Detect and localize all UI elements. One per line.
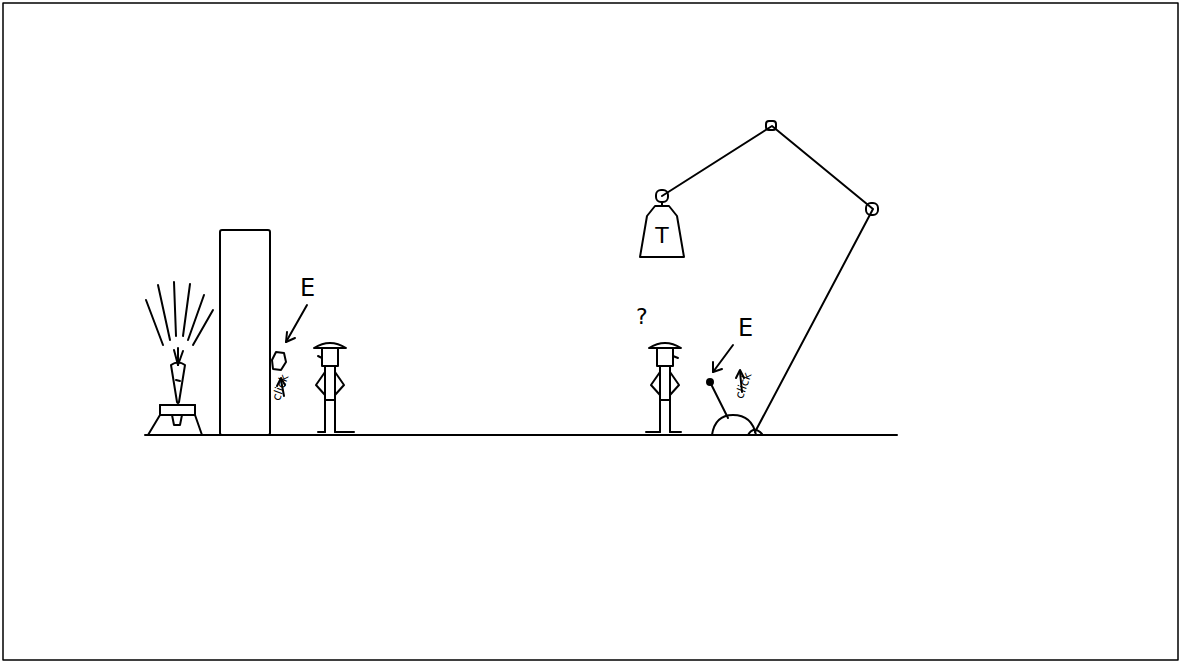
leader-arrow bbox=[713, 345, 733, 372]
frame bbox=[3, 3, 1178, 660]
wall bbox=[220, 230, 270, 435]
carrot bbox=[171, 348, 185, 403]
sound-label: click bbox=[270, 373, 290, 402]
person bbox=[314, 343, 354, 432]
crane-arm bbox=[656, 121, 878, 435]
person bbox=[646, 343, 681, 432]
weight-node: T bbox=[638, 204, 686, 259]
pedestal bbox=[148, 405, 202, 435]
weight-letter: T bbox=[655, 225, 668, 247]
callout-letter: ? bbox=[636, 306, 648, 328]
leader-arrow bbox=[286, 305, 307, 342]
callout-letter: E bbox=[738, 316, 753, 340]
callout-letter: E bbox=[300, 276, 315, 300]
shine-lines bbox=[146, 282, 213, 345]
sound-label: click bbox=[733, 371, 753, 400]
wall-button bbox=[272, 352, 286, 370]
